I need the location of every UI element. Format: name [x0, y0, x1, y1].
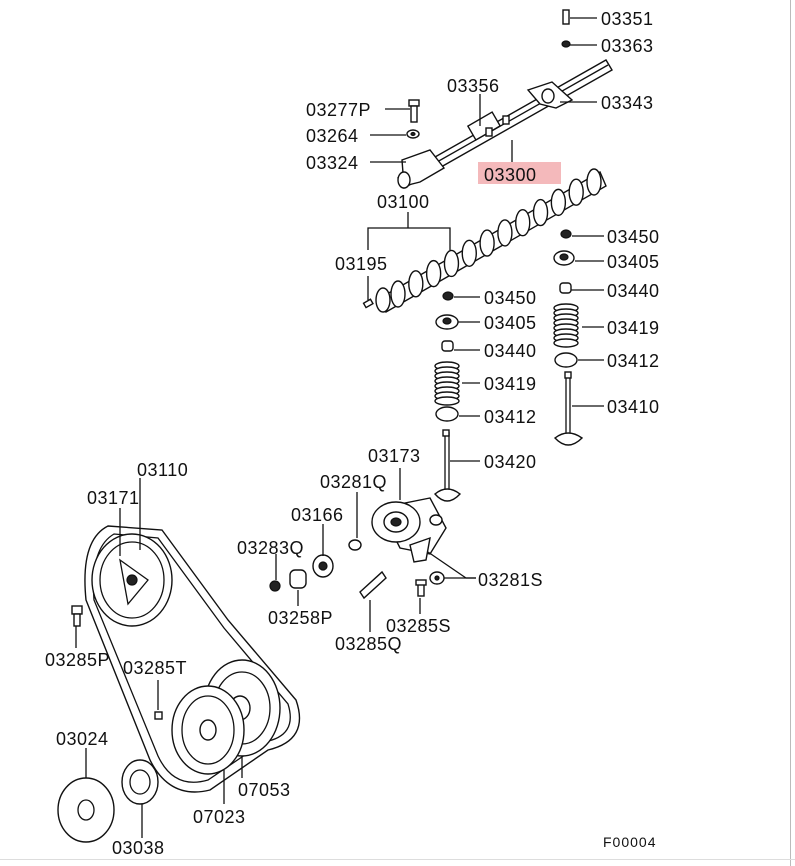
label-03363: 03363 — [601, 36, 654, 56]
label-03420: 03420 — [484, 452, 537, 472]
label-03173: 03173 — [368, 446, 421, 466]
cam-lobe — [461, 239, 477, 267]
label-03356: 03356 — [447, 76, 500, 96]
label-03410: 03410 — [607, 397, 660, 417]
cam-lobe — [390, 280, 406, 308]
camshaft — [375, 168, 607, 313]
frame-edge-bottom — [0, 859, 795, 860]
label-03419-right: 03419 — [607, 318, 660, 338]
label-03258P: 03258P — [268, 608, 333, 628]
label-03024: 03024 — [56, 729, 109, 749]
label-03277P: 03277P — [306, 100, 371, 120]
cam-lobe — [479, 229, 495, 257]
spring-coil — [434, 396, 460, 406]
plate-03024 — [57, 777, 115, 843]
label-03405-left: 03405 — [484, 313, 537, 333]
bolt-03285Q — [359, 570, 387, 600]
label-03195: 03195 — [335, 254, 388, 274]
label-03351: 03351 — [601, 9, 654, 29]
cam-lobe — [550, 188, 567, 217]
nut-03283Q — [269, 580, 281, 592]
figure-id: F00004 — [603, 834, 656, 850]
label-03450-left: 03450 — [484, 288, 537, 308]
label-03450-right: 03450 — [607, 227, 660, 247]
label-03171: 03171 — [87, 488, 140, 508]
gear-03166 — [312, 554, 334, 578]
label-03264: 03264 — [306, 126, 359, 146]
label-03285S: 03285S — [386, 616, 451, 636]
spacer-03258P — [289, 569, 307, 589]
highlight-03300 — [478, 162, 561, 184]
rocker-shaft — [397, 59, 613, 189]
rocker-arm-left — [397, 149, 446, 189]
valve-train-right — [553, 229, 584, 446]
label-03281S: 03281S — [478, 570, 543, 590]
cam-lobe — [532, 198, 549, 227]
label-03419-left: 03419 — [484, 374, 537, 394]
label-03283Q: 03283Q — [237, 538, 304, 558]
bolt-03277P — [408, 99, 420, 123]
label-03038: 03038 — [112, 838, 165, 858]
bolt-03285T — [154, 711, 163, 720]
cam-lobe — [568, 178, 584, 206]
bolt-03285P — [71, 605, 83, 627]
cam-lobe — [497, 219, 513, 247]
pin-03195 — [362, 298, 374, 309]
label-03343: 03343 — [601, 93, 654, 113]
washer-03281Q — [348, 539, 362, 551]
label-07053: 07053 — [238, 780, 291, 800]
cam-lobe — [425, 259, 442, 288]
label-03281Q: 03281Q — [320, 472, 387, 492]
label-07023: 07023 — [193, 807, 246, 827]
frame-edge — [790, 0, 791, 866]
tensioner — [371, 497, 447, 563]
label-03412-right: 03412 — [607, 351, 660, 371]
washer-03363 — [561, 40, 571, 48]
label-03324: 03324 — [306, 153, 359, 173]
label-03100: 03100 — [377, 192, 430, 212]
label-03110: 03110 — [137, 460, 188, 480]
label-03440-left: 03440 — [484, 341, 537, 361]
label-03440-right: 03440 — [607, 281, 660, 301]
label-03412-left: 03412 — [484, 407, 537, 427]
label-03166: 03166 — [291, 505, 344, 525]
cam-lobe — [515, 209, 531, 237]
label-03285T: 03285T — [123, 658, 187, 678]
sprocket-03038 — [121, 759, 159, 805]
cam-lobe — [586, 168, 602, 196]
label-03285Q: 03285Q — [335, 634, 402, 654]
bolt-03351 — [562, 9, 570, 25]
bolt-03285S — [415, 579, 427, 597]
washer-03264 — [406, 129, 420, 139]
spring-coil — [553, 338, 579, 348]
washer-03281S — [429, 571, 445, 585]
label-03285P: 03285P — [45, 650, 110, 670]
cam-lobe — [408, 270, 424, 298]
cam-lobe — [443, 249, 460, 278]
cam-sprocket — [91, 533, 173, 627]
valve-train-left — [434, 291, 462, 502]
label-03405-right: 03405 — [607, 252, 660, 272]
label-03300: 03300 — [484, 165, 537, 185]
pulley-07023 — [171, 685, 245, 775]
leader-lines — [75, 17, 604, 838]
